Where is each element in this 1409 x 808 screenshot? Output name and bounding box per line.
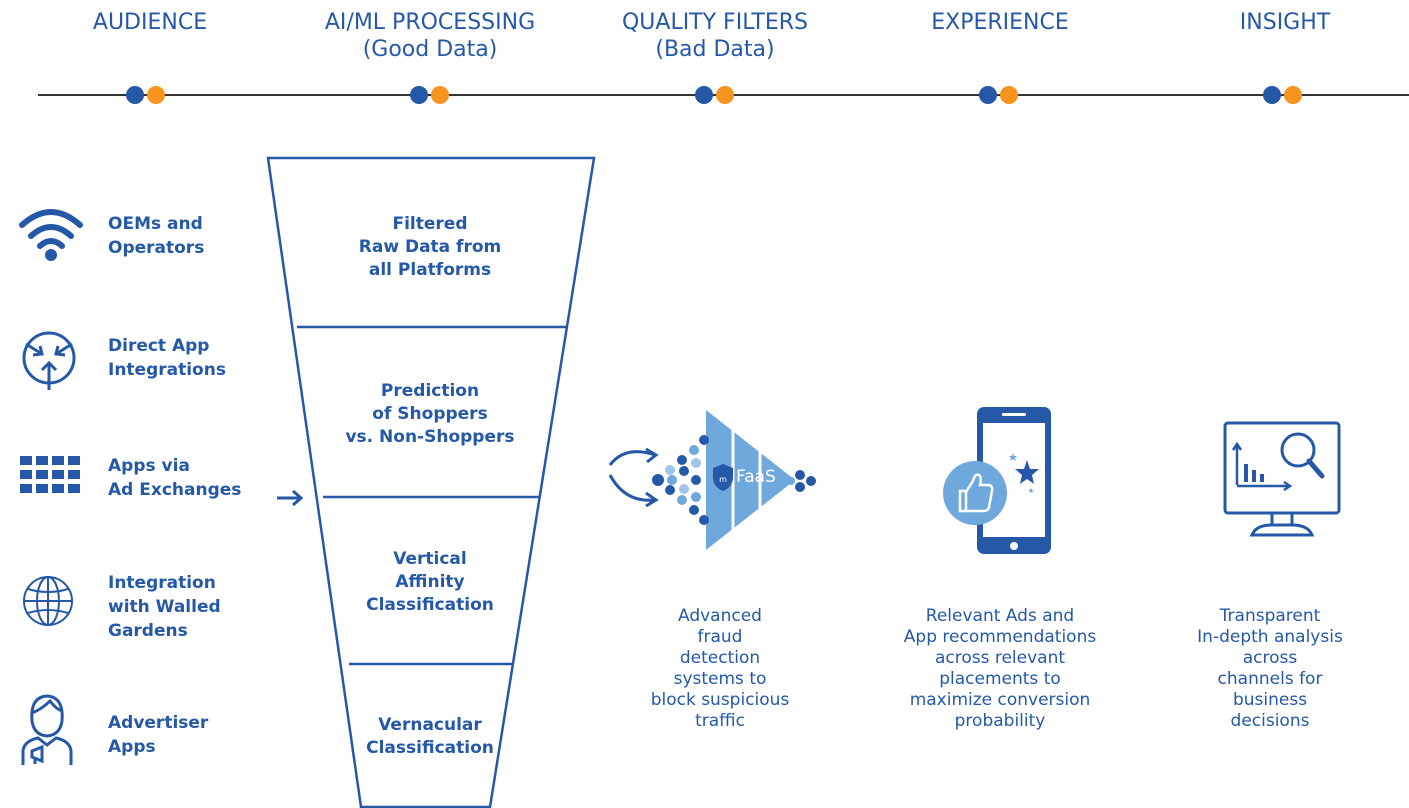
stage-subtitle: (Good Data) <box>362 37 498 62</box>
funnel-layer-prediction: Prediction of Shoppers vs. Non-Shoppers <box>345 381 515 447</box>
stage-title: QUALITY FILTERS <box>621 10 809 35</box>
stage-audience: AUDIENCE <box>70 9 230 36</box>
faas-filter-icon: m <box>608 410 816 550</box>
wifi-icon <box>19 209 83 261</box>
source-label-advertiser-apps: Advertiser Apps <box>108 713 209 757</box>
funnel-layer-vernacular: Vernacular Classification <box>366 715 494 758</box>
globe-icon <box>23 576 73 626</box>
svg-text:m: m <box>719 475 727 484</box>
stage-ai-ml-processing: AI/ML PROCESSING (Good Data) <box>290 9 570 63</box>
timeline-dot-blue <box>126 86 144 104</box>
stage-title: AUDIENCE <box>92 10 208 35</box>
stage-title: INSIGHT <box>1239 10 1331 35</box>
stage-subtitle: (Bad Data) <box>655 37 775 62</box>
timeline-dot-blue <box>410 86 428 104</box>
arrow-right-icon <box>277 489 304 507</box>
funnel-layer-vertical-affinity: Vertical Affinity Classification <box>366 549 494 615</box>
stage-title: EXPERIENCE <box>931 10 1069 35</box>
timeline-dot-orange <box>147 86 165 104</box>
source-label-direct-app: Direct App Integrations <box>108 336 226 380</box>
timeline-dot-orange <box>1284 86 1302 104</box>
monitor-analytics-icon <box>1223 421 1341 537</box>
timeline-dot-orange <box>431 86 449 104</box>
stage-quality-filters: QUALITY FILTERS (Bad Data) <box>585 9 845 63</box>
stage-insight: INSIGHT <box>1210 9 1360 36</box>
quality-description: Advanced fraud detection systems to bloc… <box>650 606 790 731</box>
timeline-dot-orange <box>716 86 734 104</box>
timeline-dot-blue <box>979 86 997 104</box>
source-label-walled-gardens: Integration with Walled Gardens <box>108 573 221 641</box>
apps-grid-icon <box>20 456 80 493</box>
stage-title: AI/ML PROCESSING <box>324 10 536 35</box>
funnel-layer-raw-data: Filtered Raw Data from all Platforms <box>358 214 502 280</box>
source-label-oems: OEMs and Operators <box>108 214 205 258</box>
timeline-dot-orange <box>1000 86 1018 104</box>
source-label-ad-exchanges: Apps via Ad Exchanges <box>108 456 242 500</box>
phone-thumbs-up-icon <box>943 407 1051 554</box>
timeline-dot-blue <box>1263 86 1281 104</box>
advertiser-person-icon <box>21 694 73 765</box>
insight-description: Transparent In-depth analysis across cha… <box>1197 606 1343 731</box>
direct-integration-icon <box>22 331 76 390</box>
experience-description: Relevant Ads and App recommendations acr… <box>903 606 1097 731</box>
faas-badge-label: FaaS <box>736 467 776 487</box>
timeline-dot-blue <box>695 86 713 104</box>
stage-experience: EXPERIENCE <box>900 9 1100 36</box>
